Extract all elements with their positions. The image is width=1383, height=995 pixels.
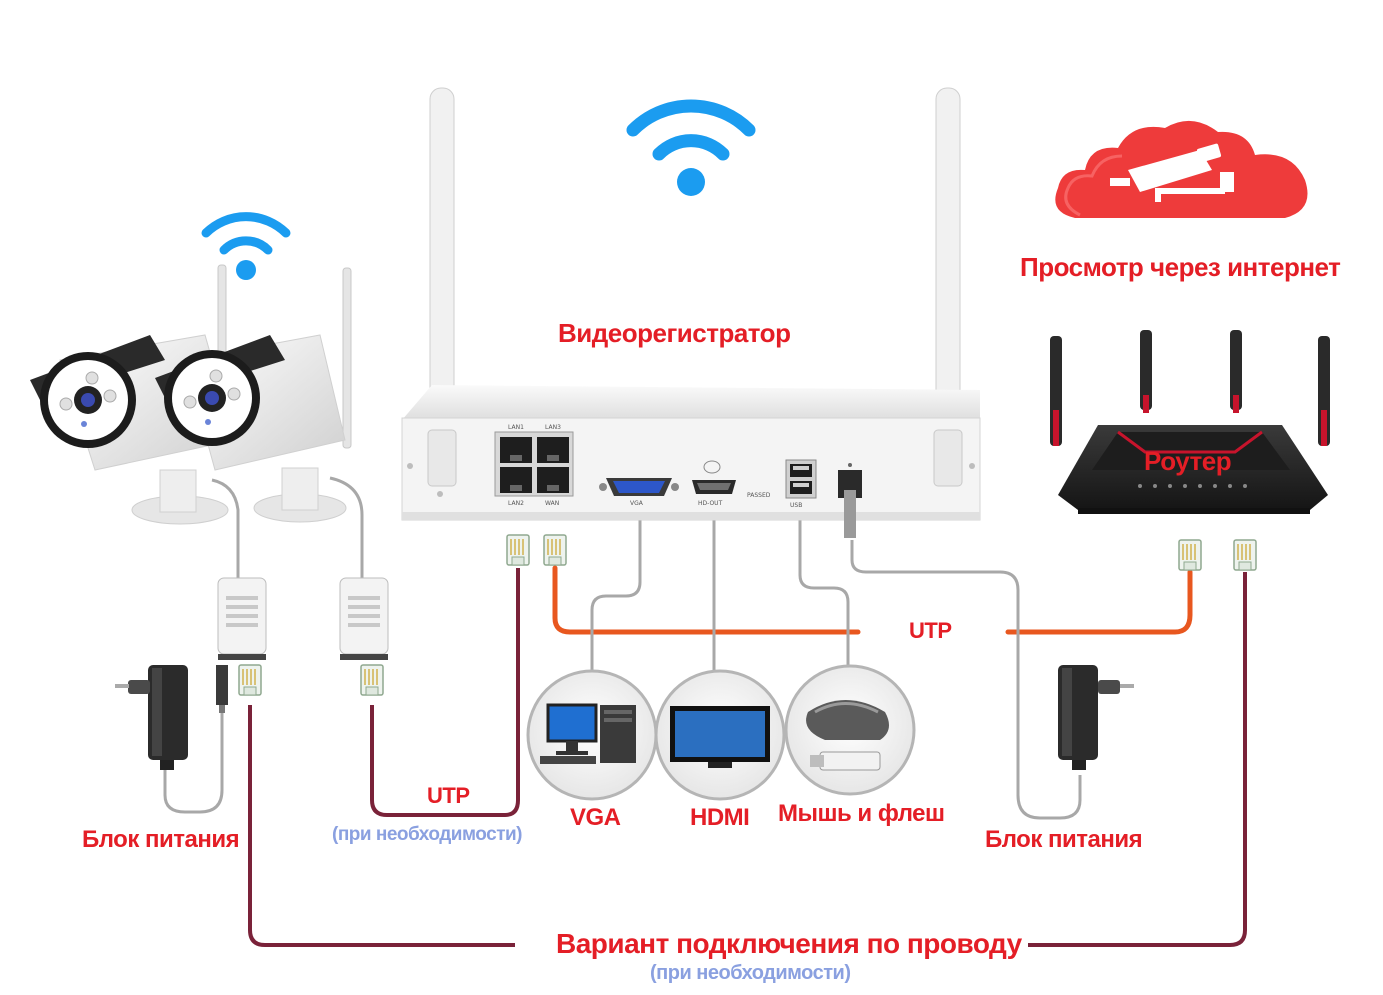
hdmi-label: HDMI [690,804,750,831]
internet-title: Просмотр через интернет [1020,252,1341,282]
port-lan2-label: LAN2 [508,500,524,507]
utp-label-center: UTP [909,618,952,643]
camera-pigtail-right [339,577,389,660]
tv-icon [654,669,786,801]
camera2-cable [329,476,364,578]
power-label-left: Блок питания [82,826,240,853]
router [1050,330,1330,514]
vga-cable [590,500,642,672]
wifi-icon [626,99,756,196]
vga-label: VGA [570,804,621,831]
rj45-connector-router1 [1178,539,1202,571]
rj45-connector-wan [543,534,567,566]
power-label-right: Блок питания [985,826,1143,853]
dc-power-jack [838,463,862,538]
utp-cable-orange [552,565,1193,635]
pc-monitor-icon [526,669,658,801]
wired-option-note: (при необходимости) [650,962,851,984]
dvr: LAN1 LAN3 LAN2 WAN VGA HD-OUT PASSED USB [401,87,981,538]
camera1-cable [211,478,240,578]
power-adapter-right [1058,665,1134,770]
mouse-label: Мышь и флеш [778,800,945,827]
port-vga-label: VGA [630,500,644,507]
lan-ports [494,431,574,497]
mouse-flash-icon [784,664,916,796]
utp-label-left: UTP [427,783,470,808]
camera-power-cable [163,710,224,814]
usb-cable [798,500,850,672]
vga-port [599,478,679,496]
usb-ports [785,459,817,499]
rj45-connector-camera2 [360,664,384,696]
camera-pigtail-left [216,577,267,713]
port-usb-label: USB [790,502,802,509]
dvr-title: Видеорегистратор [558,318,791,348]
hdmi-port [692,460,736,494]
camera-right [155,267,352,523]
utp-cable-camera [370,568,520,817]
power-adapter-left [115,665,188,770]
port-wan-label: WAN [545,500,559,507]
wired-option-title: Вариант подключения по проводу [556,928,1022,959]
wired-option-cable [248,572,1247,947]
dvr-power-cable [850,540,1082,820]
port-passed-label: PASSED [747,492,771,499]
rj45-connector-router2 [1233,539,1257,571]
port-hdout-label: HD-OUT [698,500,723,507]
wifi-icon-camera [201,212,291,280]
router-label: Роутер [1144,446,1232,476]
rj45-connector-camera1 [238,664,262,696]
port-lan3-label: LAN3 [545,424,561,431]
port-lan1-label: LAN1 [508,424,524,431]
cables [163,476,1247,947]
cloud-camera-icon [1055,120,1308,218]
rj45-connector-lan [506,534,530,566]
utp-note-left: (при необходимости) [332,824,523,845]
